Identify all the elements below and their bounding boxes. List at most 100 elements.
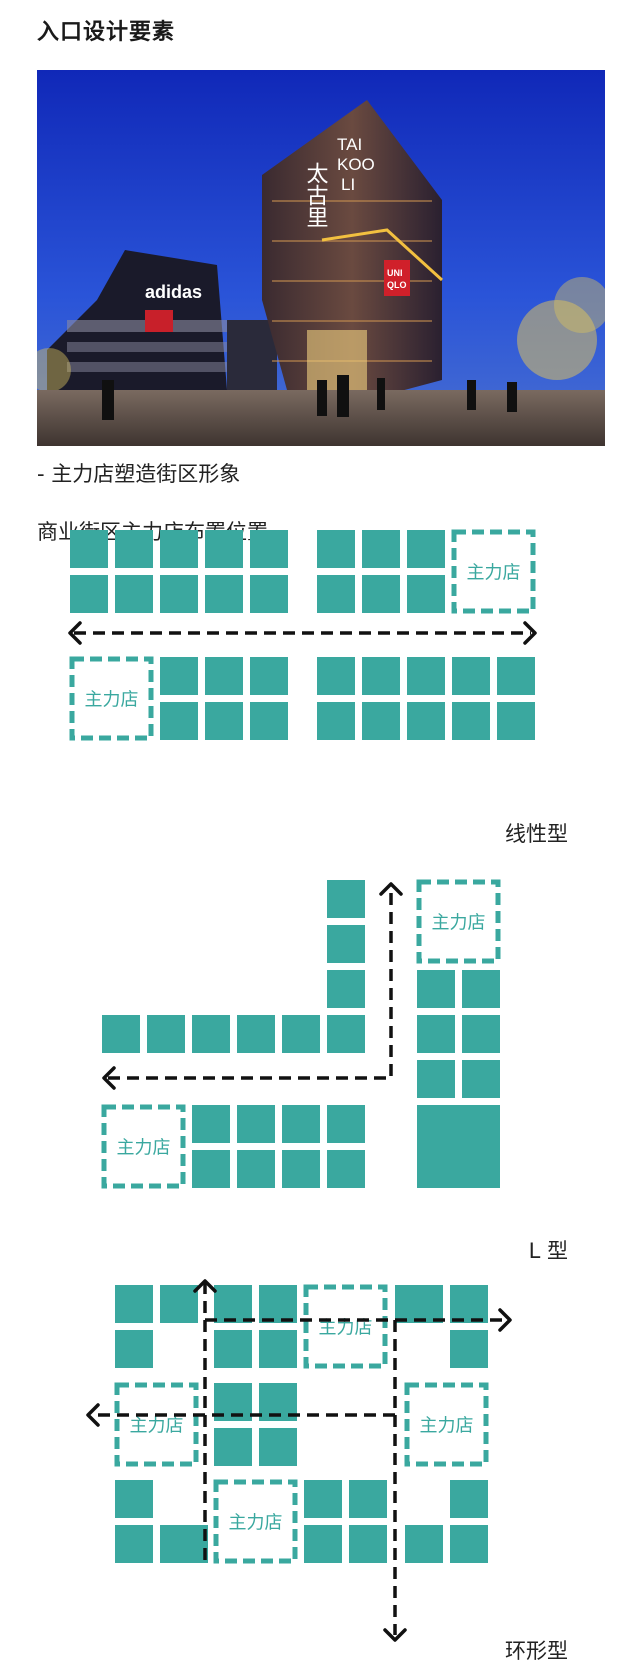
shop-block (407, 575, 445, 613)
shop-block (115, 1285, 153, 1323)
shop-block (327, 1150, 365, 1188)
anchor-store-label: 主力店 (229, 1513, 283, 1534)
shop-block (450, 1330, 488, 1368)
shop-block (317, 530, 355, 568)
shop-block (362, 575, 400, 613)
uniqlo-sign-2: QLO (387, 280, 407, 290)
shop-block (349, 1480, 387, 1518)
shop-block (250, 530, 288, 568)
anchor-store-label: 主力店 (467, 563, 521, 584)
shop-block (417, 1060, 455, 1098)
shop-block (214, 1428, 252, 1466)
anchor-store-outline (101, 1104, 186, 1189)
anchor-store-label: 主力店 (319, 1318, 373, 1339)
shop-block (462, 970, 500, 1008)
shop-block (304, 1525, 342, 1563)
shop-block (237, 1015, 275, 1053)
taikooli-sign-en-3: LI (341, 175, 355, 194)
shop-block (327, 1015, 365, 1053)
arrow-head (379, 882, 403, 896)
shop-block (362, 657, 400, 695)
l-shape-layout-diagram: 主力店主力店 (0, 870, 640, 1230)
shop-block (362, 530, 400, 568)
shop-block (205, 575, 243, 613)
shop-block (417, 970, 455, 1008)
anchor-store-label: 主力店 (432, 913, 486, 934)
shop-block (237, 1150, 275, 1188)
arrow-head (523, 621, 537, 645)
shop-block (317, 657, 355, 695)
shop-block (250, 657, 288, 695)
shop-block (407, 702, 445, 740)
shop-block (317, 575, 355, 613)
shop-block (327, 1105, 365, 1143)
shop-block (70, 575, 108, 613)
shop-block (362, 702, 400, 740)
anchor-store-outline (114, 1382, 199, 1467)
anchor-store-outline (213, 1479, 298, 1564)
shop-block (450, 1525, 488, 1563)
shop-block (160, 530, 198, 568)
arrow-head (68, 621, 82, 645)
shop-block (160, 657, 198, 695)
taikooli-sign-en-2: KOO (337, 155, 375, 174)
shop-block (452, 702, 490, 740)
arrow-head (498, 1308, 512, 1332)
shop-block (452, 657, 490, 695)
shop-block (259, 1330, 297, 1368)
shop-block (282, 1150, 320, 1188)
shop-block (282, 1105, 320, 1143)
ring-label: 环形型 (505, 1639, 568, 1663)
taikooli-sign-en-1: TAI (337, 135, 362, 154)
anchor-store-label: 主力店 (117, 1138, 171, 1159)
path-arrow-line (108, 890, 393, 1080)
linear-layout-diagram: 主力店主力店 (0, 520, 640, 820)
taikooli-sign-cn: 太古里 (303, 162, 329, 228)
shop-block (115, 1480, 153, 1518)
arrow-head (193, 1279, 217, 1293)
shop-block (327, 925, 365, 963)
shop-block (147, 1015, 185, 1053)
shop-block (70, 530, 108, 568)
shop-block (450, 1480, 488, 1518)
shop-block (497, 702, 535, 740)
shop-block (349, 1525, 387, 1563)
shop-block (405, 1525, 443, 1563)
anchor-store-outline (451, 529, 536, 614)
page-title: 入口设计要素 (37, 20, 176, 45)
shop-block (192, 1105, 230, 1143)
linear-label: 线性型 (505, 822, 568, 846)
street-photo: adidas 太古里 TAI KOO LI UNI QLO (37, 70, 605, 446)
l-shape-label: L 型 (528, 1239, 568, 1263)
shop-block (304, 1480, 342, 1518)
shop-block (115, 1330, 153, 1368)
shop-block (160, 1285, 198, 1323)
adidas-sign: adidas (145, 282, 202, 302)
shop-block (259, 1285, 297, 1323)
shop-block (327, 970, 365, 1008)
shop-block (115, 530, 153, 568)
shop-block (450, 1285, 488, 1323)
shop-block (407, 530, 445, 568)
shop-block (462, 1015, 500, 1053)
ring-layout-diagram: 主力店主力店主力店主力店 (0, 1275, 640, 1645)
shop-block (327, 880, 365, 918)
shop-block (259, 1428, 297, 1466)
shop-block (205, 530, 243, 568)
anchor-store-outline (303, 1284, 388, 1369)
uniqlo-sign-1: UNI (387, 268, 403, 278)
shop-block (317, 702, 355, 740)
shop-block (237, 1105, 275, 1143)
anchor-store-label: 主力店 (420, 1416, 474, 1437)
shop-block (250, 575, 288, 613)
shop-block (205, 657, 243, 695)
shop-block (160, 1525, 208, 1563)
shop-block (417, 1015, 455, 1053)
shop-block (462, 1060, 500, 1098)
shop-block (115, 575, 153, 613)
shop-block (115, 1525, 153, 1563)
arrow-head (86, 1403, 100, 1427)
shop-block (214, 1285, 252, 1323)
anchor-store-label: 主力店 (130, 1416, 184, 1437)
shop-block (214, 1330, 252, 1368)
